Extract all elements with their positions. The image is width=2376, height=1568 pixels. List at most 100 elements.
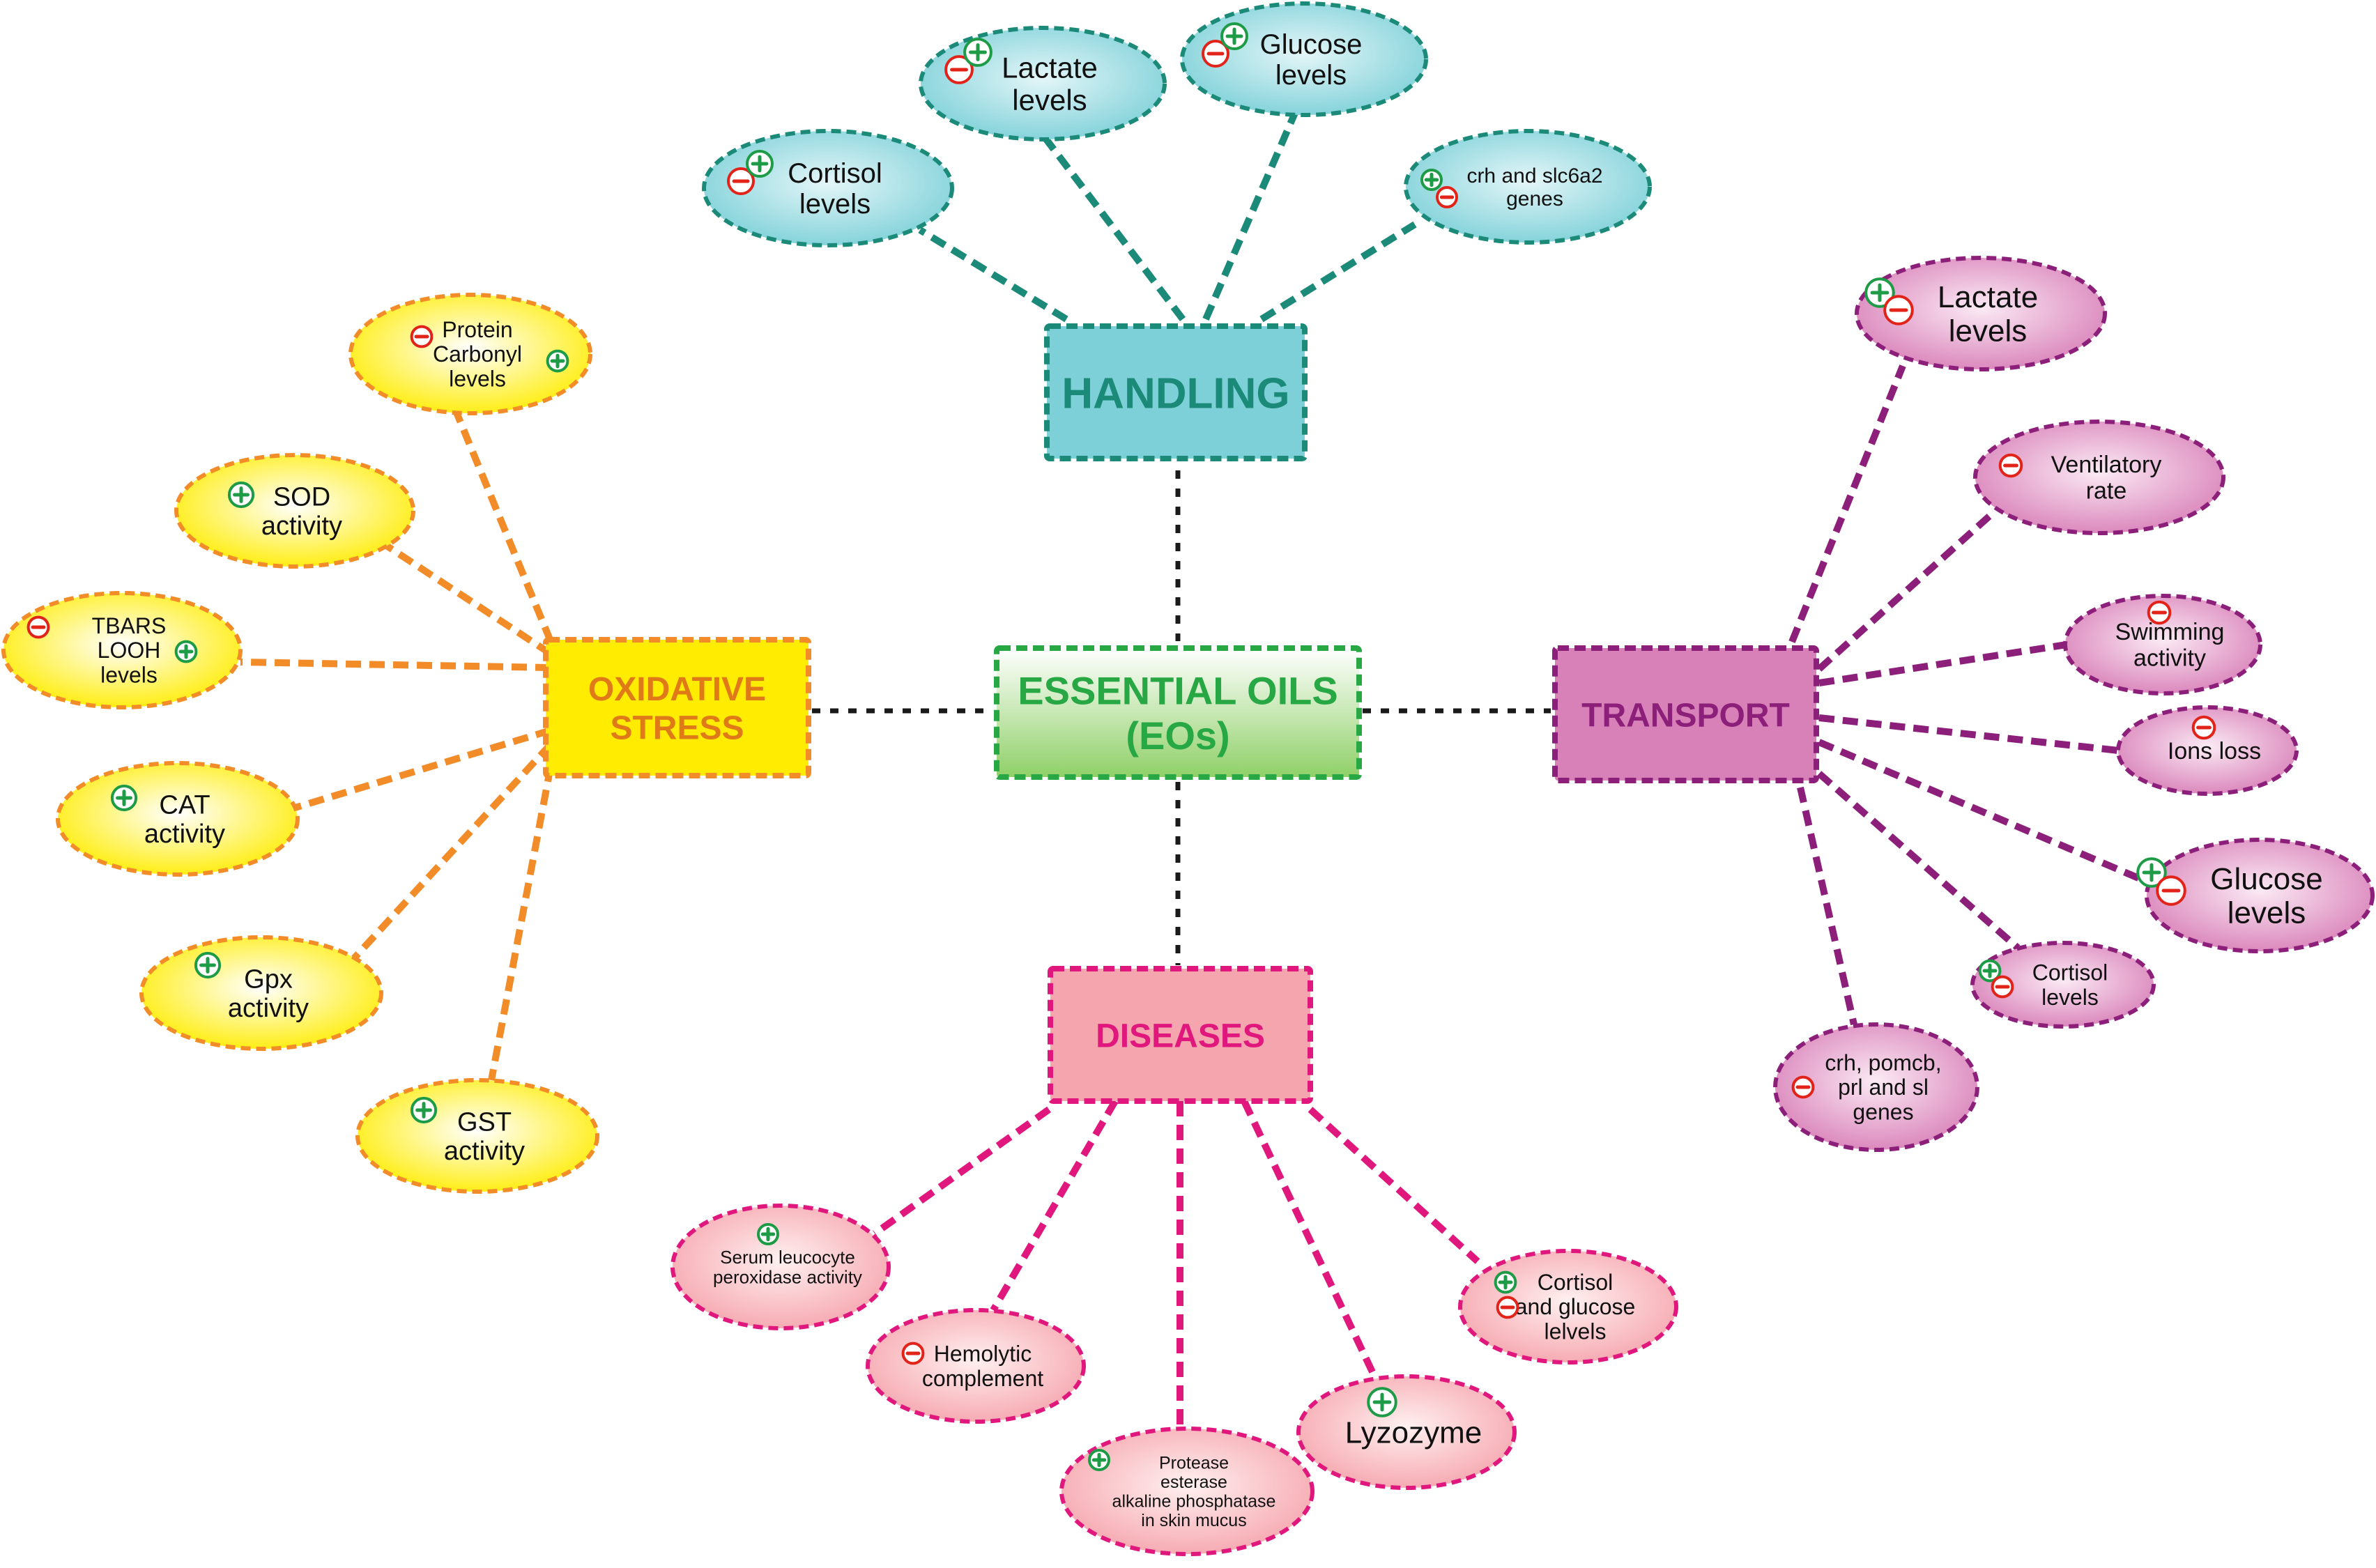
transport-connector bbox=[1818, 739, 2148, 885]
diseases-label-line: Hemolytic bbox=[934, 1342, 1032, 1367]
oxidative-ellipse bbox=[348, 293, 592, 415]
center-hub[interactable]: ESSENTIAL OILS(EOs) bbox=[994, 645, 1362, 780]
diseases-ellipse bbox=[670, 1204, 891, 1330]
diseases-label-line: and glucose bbox=[1515, 1294, 1636, 1319]
handling-label-line: Lactate bbox=[1002, 52, 1098, 84]
oxidative-connector bbox=[291, 727, 552, 812]
plus-sign-icon bbox=[174, 640, 198, 663]
transport-ellipse bbox=[1970, 941, 2156, 1029]
plus-sign-icon bbox=[963, 38, 992, 67]
minus-sign-icon bbox=[26, 615, 50, 639]
transport-ellipse bbox=[1855, 256, 2107, 371]
diseases-hub[interactable]: DISEASES bbox=[1048, 966, 1313, 1104]
transport-connector bbox=[1818, 641, 2067, 686]
transport-ellipse bbox=[2145, 838, 2375, 953]
handling-hub[interactable]: HANDLING bbox=[1044, 323, 1308, 461]
diseases-label-line: lelvels bbox=[1545, 1319, 1607, 1344]
diseases-label-line: Protease bbox=[1159, 1454, 1229, 1473]
diseases-ellipse bbox=[1059, 1427, 1315, 1556]
handling-label-line: genes bbox=[1506, 187, 1563, 210]
oxidative-label-line: SOD bbox=[273, 482, 330, 512]
minus-sign-icon bbox=[727, 167, 755, 195]
oxidative-connector bbox=[381, 540, 553, 657]
transport-label-line: genes bbox=[1853, 1099, 1913, 1124]
transport-label-line: prl and sl bbox=[1838, 1075, 1929, 1100]
diseases-connector bbox=[990, 1099, 1119, 1312]
diseases-label-line: esterase bbox=[1160, 1473, 1227, 1492]
diseases-label-line: alkaline phosphatase bbox=[1112, 1492, 1276, 1512]
diseases-label-line: complement bbox=[922, 1366, 1043, 1391]
oxidative-hub-box bbox=[543, 637, 811, 778]
oxidative-label-line: LOOH bbox=[98, 638, 161, 663]
transport-label-line: activity bbox=[2133, 645, 2206, 672]
oxidative-label-line: activity bbox=[228, 994, 309, 1023]
transport-node[interactable]: Ions loss bbox=[2116, 705, 2299, 796]
diseases-connector bbox=[873, 1106, 1051, 1237]
transport-label-line: Lactate bbox=[1938, 280, 2038, 314]
center-hub-label: ESSENTIAL OILS bbox=[1018, 668, 1338, 712]
transport-hub-box bbox=[1552, 645, 1819, 783]
minus-sign-icon bbox=[1991, 975, 2014, 999]
plus-sign-icon bbox=[1420, 169, 1443, 191]
transport-connector bbox=[1818, 714, 2120, 754]
minus-sign-icon bbox=[2147, 600, 2172, 625]
oxidative-label-line: Protein bbox=[442, 317, 512, 342]
handling-hub-label: HANDLING bbox=[1061, 369, 1289, 417]
minus-sign-icon bbox=[1202, 40, 1229, 68]
oxidative-ellipse bbox=[1, 591, 243, 709]
plus-sign-icon bbox=[1494, 1270, 1517, 1294]
handling-hub-box bbox=[1044, 323, 1308, 461]
transport-label-line: Ventilatory bbox=[2051, 452, 2162, 478]
handling-connector bbox=[1202, 112, 1298, 321]
handling-label-line: Glucose bbox=[1260, 29, 1363, 60]
center-hub-box bbox=[994, 645, 1362, 780]
minus-sign-icon bbox=[1496, 1296, 1519, 1319]
oxidative-label-line: Gpx bbox=[244, 964, 293, 994]
transport-ellipse bbox=[1973, 420, 2225, 535]
oxidative-label-line: levels bbox=[100, 662, 158, 687]
transport-label-line: levels bbox=[2041, 985, 2099, 1010]
minus-sign-icon bbox=[1883, 295, 1914, 325]
plus-sign-icon bbox=[1088, 1449, 1110, 1471]
diseases-label-line: Serum leucocyte bbox=[720, 1247, 855, 1268]
diseases-label-line: peroxidase activity bbox=[713, 1266, 862, 1287]
oxidative-connector bbox=[453, 411, 554, 643]
transport-hub-label: TRANSPORT bbox=[1581, 697, 1790, 734]
hubs: ESSENTIAL OILS(EOs) HANDLING OXIDATIVESTRE… bbox=[543, 323, 1819, 1104]
minus-sign-icon bbox=[944, 55, 974, 84]
diseases-node[interactable]: Lyzozyme bbox=[1296, 1374, 1517, 1490]
diseases-hub-label: DISEASES bbox=[1096, 1017, 1265, 1054]
transport-ellipse bbox=[2116, 705, 2299, 796]
transport-label-line: levels bbox=[1949, 314, 2028, 348]
diseases-label-line: Lyzozyme bbox=[1345, 1415, 1482, 1450]
oxidative-label-line: Carbonyl bbox=[433, 341, 522, 367]
oxidative-label-line: CAT bbox=[159, 790, 210, 820]
plus-sign-icon bbox=[1367, 1387, 1397, 1417]
handling-label-line: levels bbox=[1012, 84, 1087, 116]
transport-hub[interactable]: TRANSPORT bbox=[1552, 645, 1819, 783]
handling-connector bbox=[1259, 221, 1417, 323]
plus-sign-icon bbox=[194, 951, 222, 979]
diseases-label-line: Cortisol bbox=[1538, 1270, 1613, 1295]
